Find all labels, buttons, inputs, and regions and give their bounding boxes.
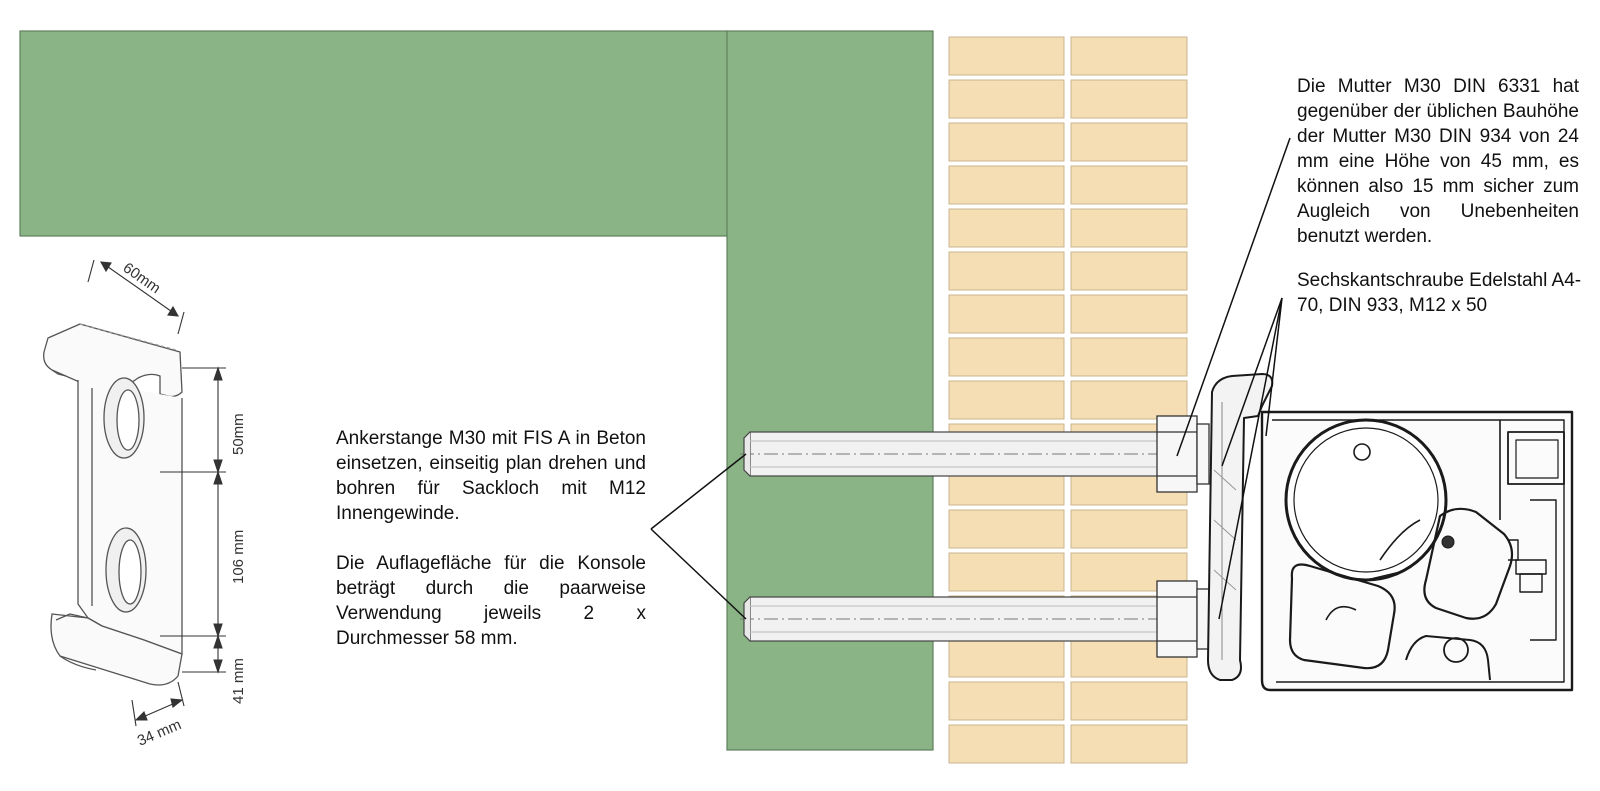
brick (948, 337, 1065, 377)
brick (1070, 509, 1188, 549)
callout-anchor-rod: Ankerstange M30 mit FIS A in Beton einse… (336, 426, 646, 651)
callout-screw-text: Sechskantschraube Edelstahl A4-70, DIN 9… (1297, 270, 1582, 316)
dim-60mm: 60mm (120, 259, 164, 297)
brick (948, 509, 1065, 549)
brick (948, 251, 1065, 291)
brick (948, 638, 1065, 678)
leader-screw-3 (1265, 297, 1283, 437)
brick (1070, 724, 1188, 764)
callout-screw: Sechskantschraube Edelstahl A4-70, DIN 9… (1297, 268, 1593, 318)
nut-upper (1156, 415, 1210, 493)
brick (1070, 337, 1188, 377)
leader-anchor-lower (650, 528, 747, 620)
brick (948, 122, 1065, 162)
brick (948, 79, 1065, 119)
leader-lines (650, 137, 1291, 620)
callout-anchor-rod-text: Ankerstange M30 mit FIS A in Beton einse… (336, 428, 646, 524)
callout-bearing-surface-text: Die Auflagefläche für die Konsole beträg… (336, 553, 646, 649)
bracket-isometric (43, 323, 183, 686)
anchor-rod-lower (740, 596, 1180, 642)
callout-nut: Die Mutter M30 DIN 6331 hat gegenüber de… (1297, 74, 1579, 249)
dim-41mm: 41 mm (230, 658, 247, 704)
dim-50mm: 50mm (230, 413, 247, 455)
bracket-dimension-lines (87, 259, 226, 727)
brick (948, 208, 1065, 248)
leader-screw (1221, 297, 1283, 467)
brick (948, 165, 1065, 205)
roller-shutter-box (1207, 373, 1574, 692)
brick (948, 724, 1065, 764)
leader-anchor-upper (650, 453, 747, 530)
anchor-rod-upper (740, 431, 1180, 477)
brick (948, 380, 1065, 420)
callout-nut-text: Die Mutter M30 DIN 6331 hat gegenüber de… (1297, 76, 1579, 247)
concrete-slab (19, 30, 729, 237)
leader-nut (1176, 137, 1291, 457)
brick (948, 294, 1065, 334)
brick (1070, 36, 1188, 76)
brick (1070, 681, 1188, 721)
brick (948, 552, 1065, 592)
concrete-wall (726, 30, 934, 751)
brick (948, 681, 1065, 721)
console-plate (1207, 373, 1274, 681)
brick (1070, 294, 1188, 334)
dim-106mm: 106 mm (230, 530, 247, 584)
brick (1070, 122, 1188, 162)
brick (1070, 251, 1188, 291)
brick (1070, 79, 1188, 119)
brick (1070, 208, 1188, 248)
anchor-rods (740, 415, 1210, 658)
dim-34mm: 34 mm (135, 716, 184, 750)
brick-wall (948, 35, 1195, 764)
leader-screw-2 (1218, 297, 1283, 620)
roller-drum (1284, 418, 1448, 582)
brick (1070, 165, 1188, 205)
nut-lower (1156, 580, 1210, 658)
brick (1070, 380, 1188, 420)
brick (948, 36, 1065, 76)
